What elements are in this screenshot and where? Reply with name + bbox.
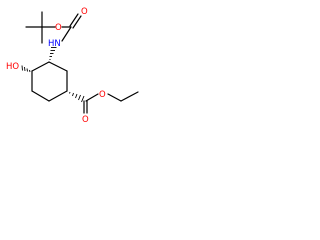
bond (61, 26, 72, 42)
ester-carbonyl-oxygen-label: O (82, 115, 89, 125)
bond (69, 13, 79, 27)
molecule-structure: HN HO O O O O (6, 7, 139, 125)
tert-butyl-group (25, 11, 56, 44)
carbonyl-oxygen-label: O (81, 7, 88, 17)
hashed-wedge-bond (69, 91, 85, 103)
bond (107, 93, 122, 102)
ethyl-ester (83, 91, 139, 114)
ester-ether-oxygen-label: O (99, 90, 106, 100)
cyclohexane-ring (31, 61, 68, 102)
bond (48, 90, 68, 102)
bond (72, 15, 82, 29)
nh-label: HN (48, 39, 61, 49)
bond (31, 90, 50, 102)
hashed-wedge-bond (49, 47, 57, 60)
bond (85, 93, 99, 102)
bond (48, 61, 68, 72)
bond (31, 61, 50, 72)
boc-carbamate (61, 13, 82, 42)
ether-oxygen-label: O (55, 23, 62, 33)
structure-canvas: HN HO O O O O (0, 0, 150, 150)
hydroxyl-label: HO (6, 62, 19, 72)
bond (120, 91, 139, 102)
hashed-wedge-bond (21, 65, 31, 73)
